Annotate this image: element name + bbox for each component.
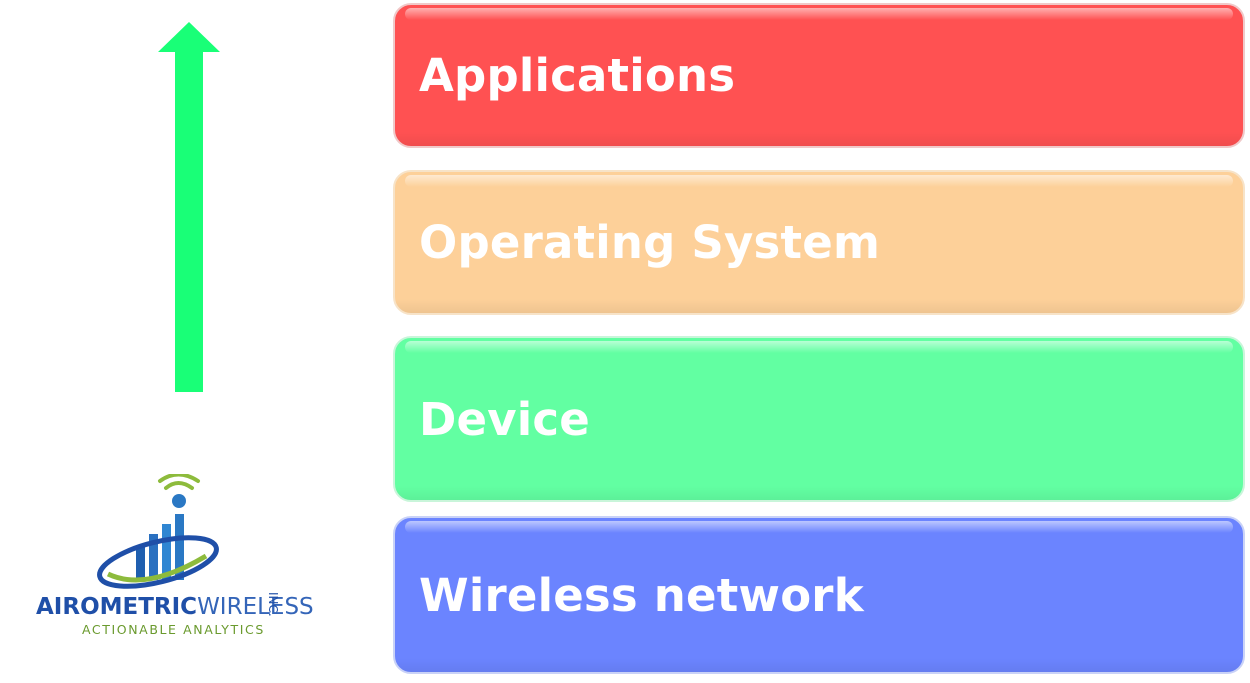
logo-name-wireless: WIRELESS bbox=[197, 594, 314, 620]
company-logo: AIROMETRICWIRELESS INC. ACTIONABLE ANALY… bbox=[36, 474, 314, 644]
layer-wireless-network: Wireless network bbox=[393, 516, 1245, 674]
layer-wireless-network-label: Wireless network bbox=[419, 568, 864, 622]
logo-name-airometric: AIROMETRIC bbox=[36, 594, 198, 620]
logo-wordmark: AIROMETRICWIRELESS INC. bbox=[36, 592, 314, 622]
logo-emblem-icon bbox=[97, 474, 219, 589]
layer-operating-system: Operating System bbox=[393, 170, 1245, 315]
layer-applications-label: Applications bbox=[419, 49, 736, 102]
layer-device: Device bbox=[393, 336, 1245, 502]
layer-device-label: Device bbox=[419, 392, 591, 446]
layer-operating-system-label: Operating System bbox=[419, 216, 881, 269]
logo-tagline: ACTIONABLE ANALYTICS bbox=[82, 622, 265, 637]
logo-inc-suffix: INC. bbox=[266, 592, 280, 617]
layer-applications: Applications bbox=[393, 3, 1245, 148]
up-arrow-icon bbox=[158, 22, 220, 392]
